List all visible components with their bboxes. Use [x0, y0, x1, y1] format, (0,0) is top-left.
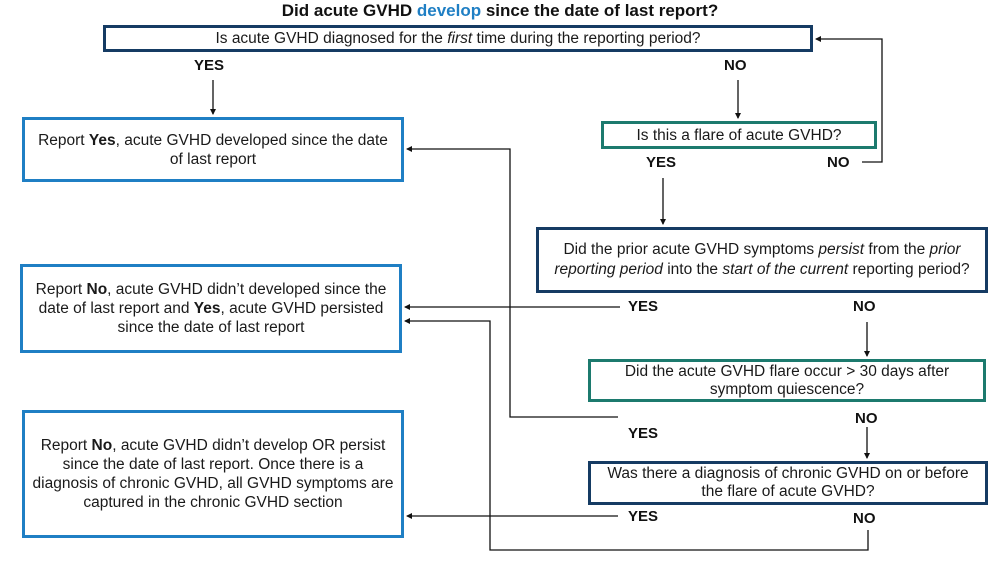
- question-first-diagnosis-text: Is acute GVHD diagnosed for the first ti…: [215, 29, 700, 48]
- o1-post: , acute GVHD developed since the date of…: [115, 131, 388, 168]
- q1-no-label: NO: [724, 57, 747, 74]
- q3-no-label: NO: [853, 298, 876, 315]
- title-suffix: since the date of last report?: [481, 1, 719, 20]
- question-chronic-diagnosis-text: Was there a diagnosis of chronic GVHD on…: [607, 465, 969, 500]
- o3-post: , acute GVHD didn’t develop OR persist s…: [32, 437, 394, 511]
- o2-post: , acute GVHD persisted since the date of…: [117, 300, 384, 336]
- q3-em1: persist: [818, 241, 865, 258]
- outcome-no-developed-yes-persisted: Report No, acute GVHD didn’t developed s…: [20, 264, 402, 353]
- o3-bold: No: [91, 437, 113, 454]
- q1-yes-label: YES: [194, 57, 225, 74]
- o1-bold: Yes: [88, 131, 116, 149]
- o3-pre: Report: [40, 437, 92, 454]
- question-flare-text: Is this a flare of acute GVHD?: [636, 126, 842, 144]
- q3-mid1: from the: [864, 241, 930, 258]
- outcome-chronic-text: Report No, acute GVHD didn’t develop OR …: [31, 436, 395, 512]
- question-flare: Is this a flare of acute GVHD?: [601, 121, 877, 149]
- o2-pre: Report: [35, 281, 87, 298]
- question-chronic-diagnosis: Was there a diagnosis of chronic GVHD on…: [588, 461, 988, 505]
- title-prefix: Did acute GVHD: [281, 1, 417, 20]
- q2-yes-label: YES: [646, 154, 677, 171]
- q4-yes-label: YES: [628, 425, 659, 442]
- q3-post: reporting period?: [848, 261, 970, 278]
- q5-yes-label: YES: [628, 508, 659, 525]
- o1-pre: Report: [38, 131, 89, 149]
- outcome-no-chronic: Report No, acute GVHD didn’t develop OR …: [22, 410, 404, 538]
- outcome-yes-developed: Report Yes, acute GVHD developed since t…: [22, 117, 404, 182]
- q3-mid2: into the: [662, 261, 723, 278]
- question-flare-30-days: Did the acute GVHD flare occur > 30 days…: [588, 359, 986, 402]
- question-flare-30-days-text: Did the acute GVHD flare occur > 30 days…: [624, 362, 950, 398]
- q3-pre: Did the prior acute GVHD symptoms: [563, 241, 819, 258]
- q1-post: time during the reporting period?: [472, 30, 701, 47]
- q4-no-label: NO: [855, 410, 878, 427]
- q2-no-label: NO: [827, 154, 850, 171]
- question-persist: Did the prior acute GVHD symptoms persis…: [536, 227, 988, 293]
- q1-pre: Is acute GVHD diagnosed for the: [215, 30, 448, 47]
- question-first-diagnosis: Is acute GVHD diagnosed for the first ti…: [103, 25, 813, 52]
- outcome-yes-developed-text: Report Yes, acute GVHD developed since t…: [31, 131, 395, 169]
- q5-no-label: NO: [853, 510, 876, 527]
- o2-mid: , acute GVHD didn’t developed since the …: [38, 281, 387, 317]
- question-persist-text: Did the prior acute GVHD symptoms persis…: [545, 240, 979, 280]
- o2-bold2: Yes: [193, 300, 221, 317]
- q1-emphasis: first: [447, 30, 473, 47]
- diagram-title: Did acute GVHD develop since the date of…: [0, 1, 1000, 21]
- title-accent-word: develop: [416, 1, 482, 20]
- q3-em3: start of the current: [722, 261, 849, 278]
- q3-yes-label: YES: [628, 298, 659, 315]
- o2-bold1: No: [86, 281, 108, 298]
- outcome-persisted-text: Report No, acute GVHD didn’t developed s…: [29, 280, 393, 337]
